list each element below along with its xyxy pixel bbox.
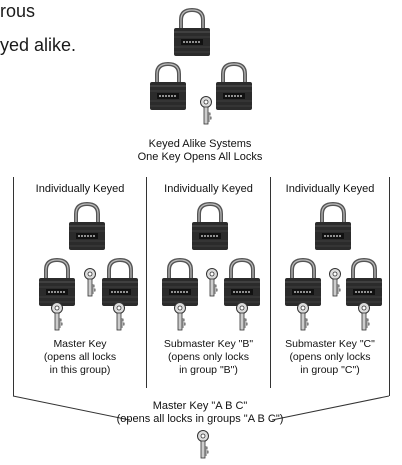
padlock-icon (100, 258, 140, 308)
column-3-title: Individually Keyed (271, 183, 389, 196)
padlock-icon (344, 258, 384, 308)
column-3-desc-3: in group "C") (271, 364, 389, 377)
key-icon (235, 302, 249, 332)
grand-master-caption-2: (opens all locks in groups "A B C") (100, 413, 300, 426)
key-icon (328, 268, 342, 298)
column-3-desc-2: (opens only locks (271, 351, 389, 364)
grand-master-caption-1: Master Key "A B C" (100, 400, 300, 413)
column-2-desc-3: in group "B") (147, 364, 270, 377)
padlock-icon (160, 258, 200, 308)
column-1-desc-2: (opens all locks (15, 351, 145, 364)
padlock-icon (222, 258, 262, 308)
column-2-desc-1: Submaster Key "B" (147, 338, 270, 351)
column-1-desc-3: in this group) (15, 364, 145, 377)
column-2-title: Individually Keyed (147, 183, 270, 196)
padlock-icon (313, 202, 353, 252)
key-icon (296, 302, 310, 332)
key-icon (83, 268, 97, 298)
key-icon (205, 268, 219, 298)
key-icon (112, 302, 126, 332)
key-icon (357, 302, 371, 332)
padlock-icon (190, 202, 230, 252)
column-2-desc-2: (opens only locks (147, 351, 270, 364)
grand-master-key-icon (196, 430, 210, 460)
key-icon (50, 302, 64, 332)
padlock-icon (37, 258, 77, 308)
key-icon (173, 302, 187, 332)
column-1-title: Individually Keyed (15, 183, 145, 196)
column-3-desc-1: Submaster Key "C" (271, 338, 389, 351)
padlock-icon (283, 258, 323, 308)
column-1-desc-1: Master Key (15, 338, 145, 351)
padlock-icon (67, 202, 107, 252)
